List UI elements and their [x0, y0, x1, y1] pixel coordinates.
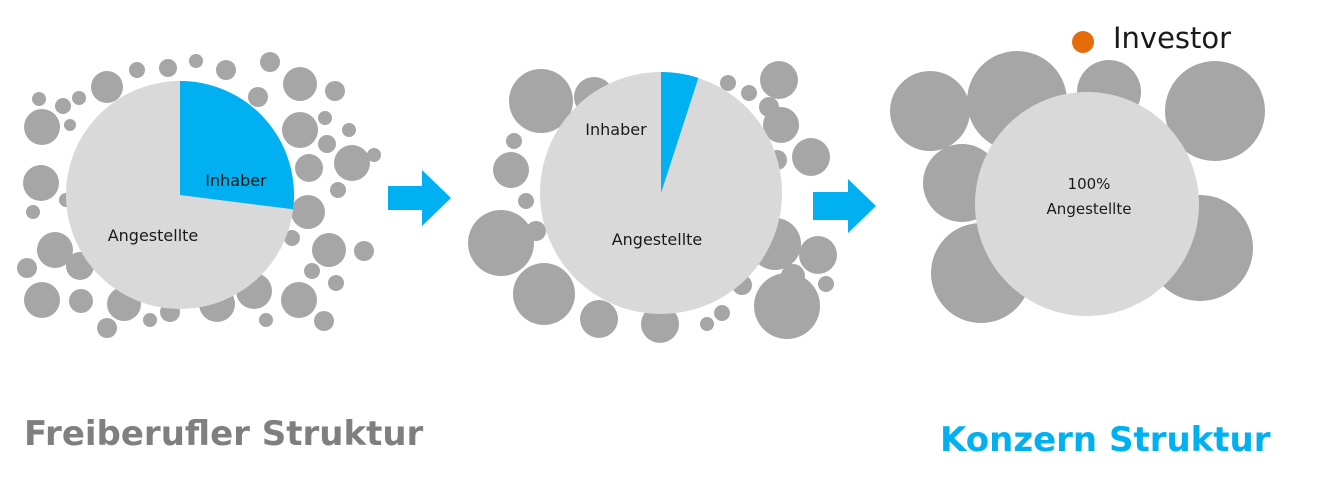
bubble	[580, 300, 618, 338]
bubble	[506, 133, 522, 149]
bubble	[304, 263, 320, 279]
investor-dot-icon	[1072, 31, 1094, 53]
bubble	[493, 152, 529, 188]
bubble	[518, 193, 534, 209]
arrow-right-icon	[813, 179, 876, 233]
bubble	[330, 182, 346, 198]
pie-transition-inhaber-slice	[661, 72, 699, 193]
bubble	[741, 85, 757, 101]
bubble	[72, 91, 86, 105]
bubble	[24, 109, 60, 145]
bubble	[216, 60, 236, 80]
bubble	[283, 67, 317, 101]
bubble	[526, 221, 546, 241]
small-bubbles-cluster-freiberufler	[17, 52, 381, 338]
bubble	[259, 313, 273, 327]
bubble	[24, 282, 60, 318]
bubble	[818, 276, 834, 292]
bubble	[69, 289, 93, 313]
bubble	[260, 52, 280, 72]
bubble	[342, 123, 356, 137]
bubble	[37, 232, 73, 268]
bubble	[763, 107, 799, 143]
bubble	[354, 241, 374, 261]
arrow-right-icon	[388, 170, 451, 226]
bubble	[325, 81, 345, 101]
bubble	[1165, 61, 1265, 161]
bubble	[64, 119, 76, 131]
konzern-center-circle	[975, 92, 1199, 316]
title-freiberufler-struktur: Freiberufler Struktur	[24, 414, 424, 454]
bubble	[714, 305, 730, 321]
pie-freiberufler-inhaber-label: Inhaber	[205, 171, 267, 190]
konzern-share-percent: 100%	[1068, 175, 1111, 193]
bubble	[55, 98, 71, 114]
bubble	[291, 195, 325, 229]
bubble	[513, 263, 575, 325]
bubble	[792, 138, 830, 176]
pie-freiberufler-inhaber-slice	[180, 81, 294, 210]
bubble	[367, 148, 381, 162]
bubble	[295, 154, 323, 182]
bubble	[799, 236, 837, 274]
bubble	[314, 311, 334, 331]
konzern-share-label: Angestellte	[1047, 200, 1132, 218]
pie-transition-angestellte-label: Angestellte	[612, 230, 703, 249]
bubble	[17, 258, 37, 278]
bubble	[754, 273, 820, 339]
bubble	[159, 59, 177, 77]
bubble	[890, 71, 970, 151]
pie-freiberufler-angestellte-label: Angestellte	[108, 226, 199, 245]
bubble	[97, 318, 117, 338]
bubble	[509, 69, 573, 133]
title-konzern-struktur: Konzern Struktur	[940, 420, 1271, 460]
bubble	[318, 111, 332, 125]
bubble	[760, 61, 798, 99]
investor-legend-label: Investor	[1113, 21, 1231, 55]
bubble	[281, 282, 317, 318]
bubble	[641, 305, 679, 343]
bubble	[328, 275, 344, 291]
bubble	[312, 233, 346, 267]
bubble	[129, 62, 145, 78]
bubble	[248, 87, 268, 107]
bubble	[143, 313, 157, 327]
bubble	[91, 71, 123, 103]
bubble	[32, 92, 46, 106]
pie-transition-inhaber-label: Inhaber	[585, 120, 647, 139]
bubble	[282, 112, 318, 148]
bubble	[284, 230, 300, 246]
bubble	[26, 205, 40, 219]
bubble	[720, 75, 736, 91]
bubble	[334, 145, 370, 181]
bubble	[700, 317, 714, 331]
bubble	[318, 135, 336, 153]
bubble	[23, 165, 59, 201]
bubble	[189, 54, 203, 68]
bubble	[468, 210, 534, 276]
